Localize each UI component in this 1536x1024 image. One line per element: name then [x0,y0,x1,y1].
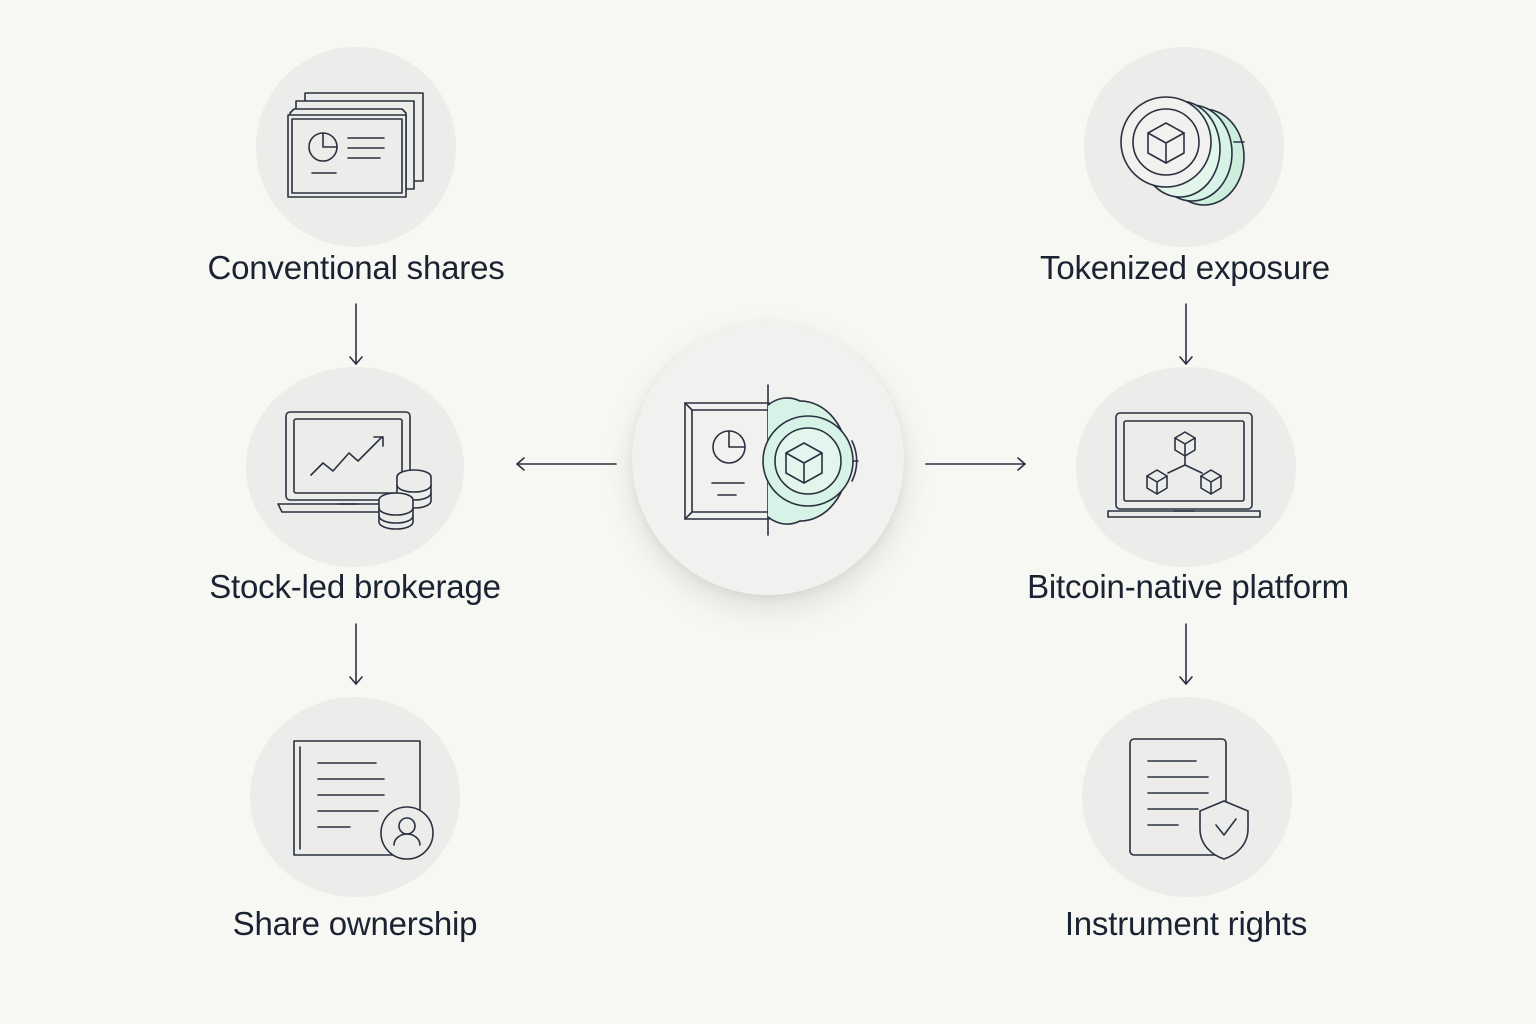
arrow-down-icon [349,303,363,365]
conventional-shares-label: Conventional shares [207,249,505,286]
document-shield-icon [1129,738,1249,860]
stacked-certificates-icon [287,92,424,198]
arrow-right-icon [925,457,1026,471]
laptop-chart-coins-icon [277,411,432,530]
arrow-left-icon [516,457,617,471]
stacked-tokens-icon [1120,96,1245,206]
center-comparison-node [632,323,904,595]
bitcoin-native-platform-node [1076,367,1296,567]
conventional-shares-node [256,47,456,247]
share-ownership-node [250,697,460,897]
certificate-user-icon [293,740,434,860]
arrow-down-icon [349,623,363,685]
instrument-rights-node [1082,697,1292,897]
arrow-down-icon [1179,623,1193,685]
arrow-down-icon [1179,303,1193,365]
instrument-rights-label: Instrument rights [1064,905,1308,942]
tokenized-exposure-label: Tokenized exposure [1040,249,1330,286]
certificate-token-split-icon [684,384,859,536]
bitcoin-native-platform-label: Bitcoin-native platform [1027,568,1349,605]
laptop-blockchain-icon [1107,412,1261,518]
tokenized-exposure-node [1084,47,1284,247]
share-ownership-label: Share ownership [232,905,478,942]
stock-led-brokerage-label: Stock-led brokerage [209,568,501,605]
stock-led-brokerage-node [246,367,464,567]
